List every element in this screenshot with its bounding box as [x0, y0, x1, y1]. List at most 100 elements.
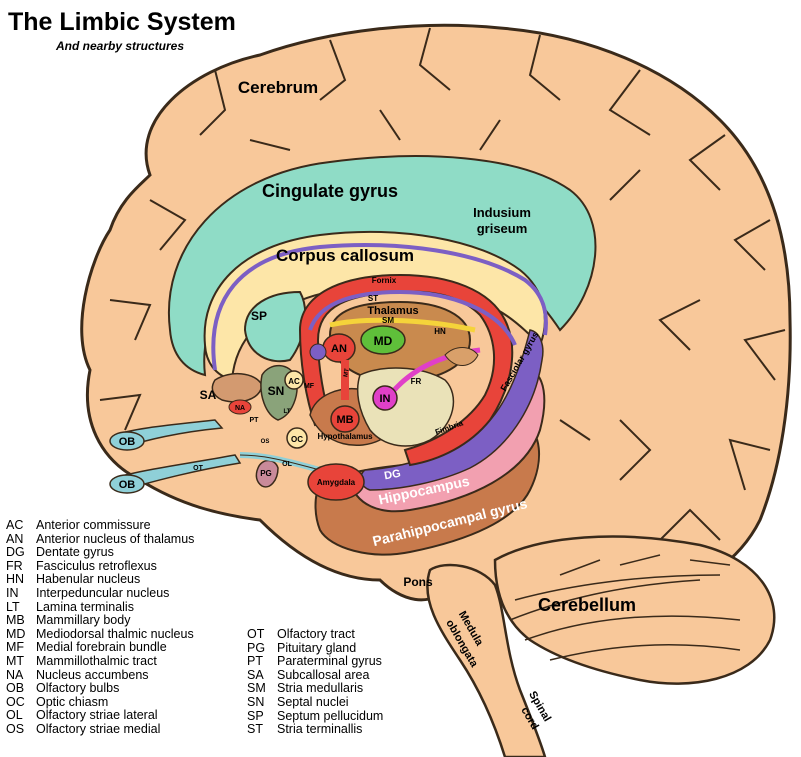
legend-abbr: OT [247, 627, 265, 641]
label-na: NA [235, 405, 245, 412]
label-sp: SP [251, 309, 267, 323]
legend-name: Septum pellucidum [277, 708, 384, 723]
legend-abbr: OB [6, 681, 25, 696]
label-cingulate-gyrus: Cingulate gyrus [262, 181, 398, 201]
page-title: The Limbic System [8, 8, 236, 36]
legend-name: Mediodorsal thalmic nucleus [36, 626, 194, 641]
legend-name: Anterior nucleus of thalamus [36, 531, 195, 546]
legend-name: Interpeduncular nucleus [36, 585, 170, 600]
legend-abbr: SN [247, 694, 265, 709]
legend-entry: DG Dentate gyrus [6, 546, 194, 560]
label-dg: DG [383, 468, 401, 483]
stria-terminalis-line [308, 289, 517, 346]
fornix-arch [298, 273, 514, 467]
habenular-region [444, 347, 479, 366]
legend-abbr: LT [6, 599, 20, 614]
legend-name: Stria medullaris [277, 681, 364, 696]
label-sn: SN [268, 384, 285, 398]
legend-name: Medial forebrain bundle [36, 640, 167, 655]
label-indusium-1: Indusium [473, 205, 531, 220]
legend-abbr: SP [247, 708, 264, 723]
legend-entry: MF Medial forebrain bundle [6, 641, 194, 655]
legend-entry: OB Olfactory bulbs [6, 682, 194, 696]
legend-abbr: SA [247, 667, 264, 682]
label-cerebellum: Cerebellum [538, 595, 636, 615]
legend-abbr: AN [6, 531, 24, 546]
label-in: IN [380, 393, 391, 405]
olfactory-striae-outline [239, 454, 321, 471]
label-ob-upper: OB [119, 436, 136, 448]
legend-name: Pituitary gland [277, 640, 357, 655]
legend-abbr: DG [6, 545, 25, 560]
legend-name: Septal nuclei [277, 694, 349, 709]
label-os: OS [261, 439, 270, 445]
legend-abbr: MB [6, 613, 25, 628]
legend-abbr: IN [6, 585, 19, 600]
legend-abbr: MF [6, 640, 25, 655]
legend-name: Olfactory bulbs [36, 681, 120, 696]
legend-entry: MD Mediodorsal thalmic nucleus [6, 626, 194, 642]
label-ac: AC [288, 377, 300, 386]
label-lt: LT [284, 409, 291, 415]
stria-medullaris-line [329, 317, 476, 333]
label-indusium-2: griseum [477, 221, 528, 236]
label-hn: HN [434, 327, 446, 336]
label-st: ST [368, 294, 378, 303]
legend-name: Stria terminallis [277, 722, 363, 737]
label-ot: OT [193, 465, 203, 472]
label-sa: SA [200, 388, 217, 402]
label-thalamus: Thalamus [367, 305, 418, 317]
optic-chiasm-shape [286, 427, 308, 449]
legend-abbr: MT [6, 653, 25, 668]
legend-abbr: MD [6, 626, 26, 641]
legend-abbr: FR [6, 558, 23, 573]
interpeduncular-nucleus-shape [372, 385, 398, 411]
subcallosal-area-shape [211, 373, 263, 403]
label-sm: SM [382, 316, 394, 325]
label-mt: MT [343, 368, 350, 378]
legend-name: Optic chiasm [36, 694, 109, 709]
amygdala-shape [307, 463, 365, 501]
legend-name: Olfactory striae lateral [36, 708, 158, 723]
anterior-commissure-shape [284, 370, 304, 390]
legend-abbr: HN [6, 572, 25, 587]
legend-abbr: AC [6, 518, 24, 532]
legend-abbr: SM [247, 681, 266, 696]
label-fr: FR [411, 377, 422, 386]
legend-name: Dentate gyrus [36, 545, 114, 560]
label-oc: OC [291, 435, 303, 444]
cerebellum-folia [509, 554, 741, 661]
legend-entry: OT Olfactory tract [247, 627, 383, 642]
stria-dot [309, 343, 327, 361]
legend-name: Olfactory tract [277, 627, 355, 641]
brainstem-shape [426, 563, 547, 757]
legend-name: Nucleus accumbens [36, 667, 149, 682]
legend-name: Lamina terminalis [36, 599, 134, 614]
label-cerebrum: Cerebrum [238, 78, 318, 97]
legend-entry: OS Olfactory striae medial [6, 721, 194, 737]
label-ob-lower: OB [119, 479, 136, 491]
label-ol: OL [282, 461, 292, 468]
label-mf: MF [304, 383, 315, 390]
legend-entry: LT Lamina terminalis [6, 599, 194, 615]
label-pg: PG [260, 469, 272, 478]
label-pt: PT [250, 417, 260, 424]
label-pons: Pons [403, 575, 433, 589]
label-amygdala: Amygdala [317, 478, 356, 487]
legend-entry: SM Stria medullaris [247, 682, 383, 696]
legend-entry: SN Septal nuclei [247, 694, 383, 710]
legend-name: Olfactory striae medial [36, 721, 161, 736]
legend-abbr: OS [6, 721, 25, 736]
nucleus-accumbens-shape [228, 399, 252, 415]
legend-abbr: OL [6, 708, 23, 723]
